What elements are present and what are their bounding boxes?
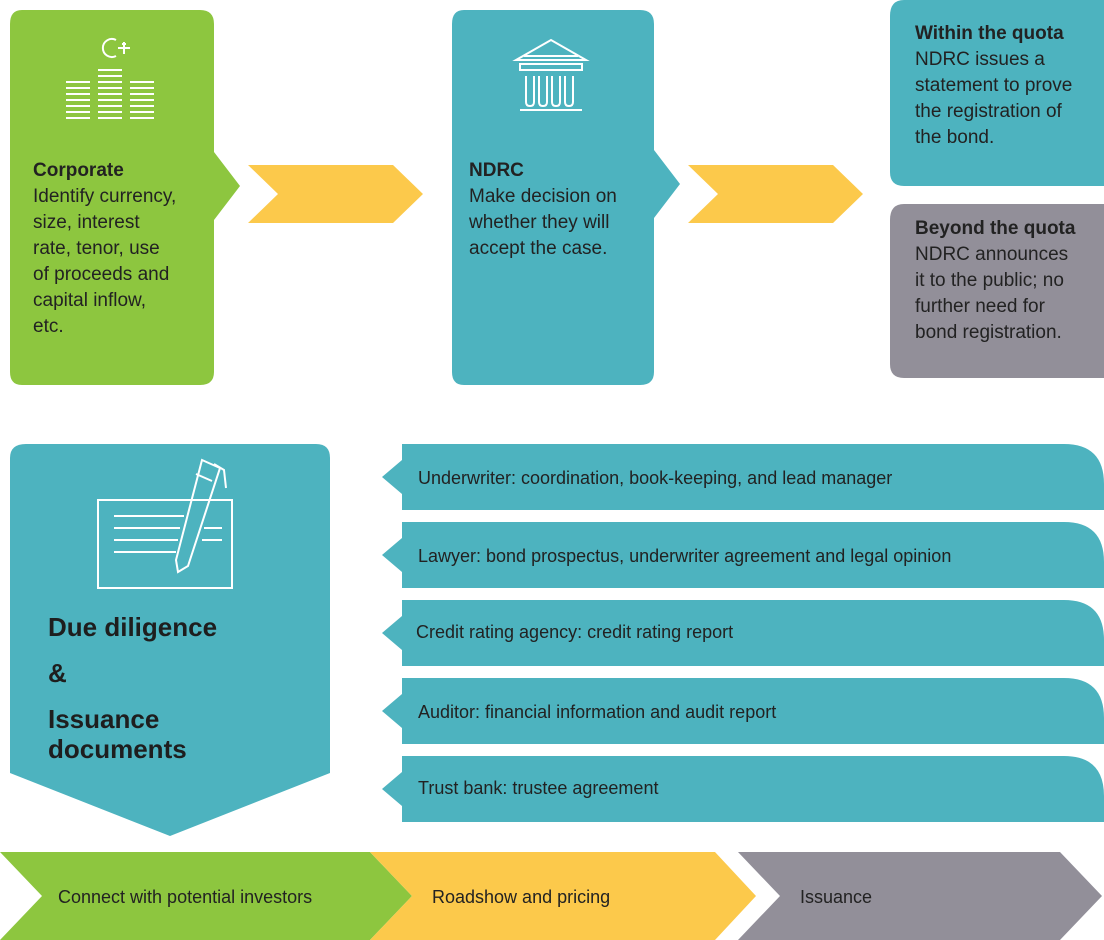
role-tag: Trust bank: trustee agreement [380, 756, 1104, 822]
role-tag-label: Underwriter: coordination, book-keeping,… [418, 468, 893, 488]
government-building-icon [510, 36, 592, 116]
ndrc-line: accept the case. [469, 238, 608, 259]
role-tag-label: Trust bank: trustee agreement [418, 778, 659, 798]
role-tag-label: Lawyer: bond prospectus, underwriter agr… [418, 546, 952, 566]
step-label: Connect with potential investors [58, 887, 313, 907]
beyond-quota-title: Beyond the quota [915, 218, 1076, 239]
ndrc-line: Make decision on [469, 186, 617, 207]
within-quota-title: Within the quota [915, 23, 1064, 44]
ndrc-box [448, 0, 688, 390]
step-chevron: Connect with potential investors [0, 852, 420, 940]
corporate-line: etc. [33, 316, 64, 337]
beyond-quota-box [888, 204, 1104, 382]
role-tag: Credit rating agency: credit rating repo… [380, 600, 1104, 666]
within-quota-line: statement to prove [915, 75, 1073, 96]
due-diligence-line4: documents [48, 734, 187, 764]
ndrc-title: NDRC [469, 160, 524, 181]
beyond-quota-line: bond registration. [915, 322, 1062, 343]
within-quota-line: the bond. [915, 127, 995, 148]
beyond-quota-text: Beyond the quota NDRC announces it to th… [915, 216, 1104, 346]
corporate-line: size, interest [33, 212, 140, 233]
step-label: Roadshow and pricing [432, 887, 611, 907]
within-quota-text: Within the quota NDRC issues a statement… [915, 21, 1104, 151]
corporate-line: Identify currency, [33, 186, 177, 207]
corporate-text: Corporate Identify currency, size, inter… [33, 158, 208, 340]
corporate-line: capital inflow, [33, 290, 147, 311]
corporate-line: of proceeds and [33, 264, 170, 285]
role-tag-label: Credit rating agency: credit rating repo… [416, 622, 734, 642]
corporate-title: Corporate [33, 160, 124, 181]
flow-arrow-2 [688, 165, 868, 223]
corporate-box [0, 0, 245, 390]
due-diligence-line2: & [48, 658, 67, 688]
beyond-quota-line: NDRC announces [915, 244, 1069, 265]
step-chevron: Issuance [738, 852, 1104, 940]
flow-arrow-1 [248, 165, 428, 223]
step-label: Issuance [800, 887, 873, 907]
ndrc-line: whether they will [469, 212, 610, 233]
corporate-line: rate, tenor, use [33, 238, 160, 259]
due-diligence-box [0, 440, 335, 840]
role-tag: Auditor: financial information and audit… [380, 678, 1104, 744]
within-quota-line: the registration of [915, 101, 1062, 122]
ndrc-text: NDRC Make decision on whether they will … [469, 158, 649, 262]
role-tag-label: Auditor: financial information and audit… [418, 702, 777, 722]
within-quota-box [888, 0, 1104, 190]
due-diligence-line1: Due diligence [48, 612, 218, 642]
beyond-quota-line: it to the public; no [915, 270, 1064, 291]
beyond-quota-line: further need for [915, 296, 1045, 317]
role-tag: Lawyer: bond prospectus, underwriter agr… [380, 522, 1104, 588]
document-pen-icon [92, 454, 240, 594]
coins-icon [60, 36, 160, 128]
within-quota-line: NDRC issues a [915, 49, 1045, 70]
step-chevron: Roadshow and pricing [370, 852, 770, 940]
due-diligence-line3: Issuance [48, 704, 160, 734]
role-tag: Underwriter: coordination, book-keeping,… [380, 444, 1104, 510]
